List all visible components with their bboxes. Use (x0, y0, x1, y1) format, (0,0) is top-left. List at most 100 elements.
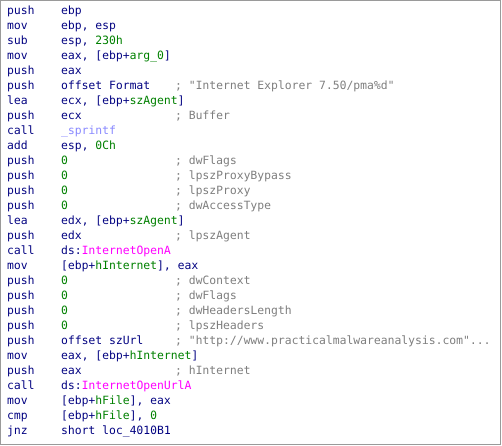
operands: short loc_4010B1 (61, 423, 171, 438)
operands: eax, [ebp+arg_0] (61, 48, 171, 63)
instruction-line[interactable]: lea ecx, [ebp+szAgent] (1, 93, 500, 108)
operand-text: esp, (61, 138, 96, 152)
operands: eax (61, 363, 82, 378)
mnemonic: add (7, 138, 28, 152)
numeric-constant: 0 (150, 408, 158, 422)
numeric-constant: 0 (61, 168, 68, 182)
comment: ; lpszAgent (175, 228, 251, 242)
operands: offset szUrl (61, 333, 143, 348)
operands: ebp (61, 3, 82, 18)
mnemonic: push (7, 108, 35, 122)
frame-variable[interactable]: arg_0 (129, 48, 164, 62)
function-reference[interactable]: _sprintf (61, 123, 116, 137)
comment: ; lpszHeaders (175, 318, 265, 332)
mnemonic: push (7, 63, 35, 77)
instruction-line[interactable]: push ecx ; Buffer (1, 108, 500, 123)
numeric-constant: 230h (95, 33, 123, 47)
import-name[interactable]: InternetOpenUrlA (81, 378, 192, 392)
frame-variable[interactable]: hInternet (129, 348, 192, 362)
operand-text: edx, [ebp+ (61, 213, 130, 227)
operand-text: ecx, [ebp+ (61, 93, 130, 107)
comment: ; dwContext (175, 273, 251, 287)
mnemonic: push (7, 288, 35, 302)
frame-variable[interactable]: szAgent (129, 93, 178, 107)
operands: ecx, [ebp+szAgent] (61, 93, 184, 108)
frame-variable[interactable]: hFile (95, 408, 130, 422)
operands: [ebp+hFile], eax (61, 393, 171, 408)
operand-text: ebp, esp (61, 18, 116, 32)
comment: ; "http://www.practicalmalwareanalysis.c… (175, 333, 491, 347)
operands: ds:InternetOpenUrlA (61, 378, 191, 393)
import-name[interactable]: InternetOpenA (81, 243, 171, 257)
instruction-line[interactable]: sub esp, 230h (1, 33, 500, 48)
frame-variable[interactable]: hInternet (95, 258, 158, 272)
operand-text: ] (163, 48, 171, 62)
operands: esp, 0Ch (61, 138, 116, 153)
mnemonic: push (7, 228, 35, 242)
instruction-line[interactable]: add esp, 0Ch (1, 138, 500, 153)
operands: 0 (61, 168, 68, 183)
numeric-constant: 0 (61, 198, 68, 212)
instruction-line[interactable]: push 0 ; dwContext (1, 273, 500, 288)
operands: ebp, esp (61, 18, 116, 33)
mnemonic: sub (7, 33, 28, 47)
operand-text: ] (177, 93, 185, 107)
mnemonic: mov (7, 393, 28, 407)
instruction-line[interactable]: push edx ; lpszAgent (1, 228, 500, 243)
mnemonic: lea (7, 93, 28, 107)
mnemonic: push (7, 333, 35, 347)
numeric-constant: 0 (61, 318, 68, 332)
comment: ; dwFlags (175, 288, 237, 302)
instruction-line[interactable]: cmp[ebp+hFile], 0 (1, 408, 500, 423)
operand-text: [ebp+ (61, 408, 96, 422)
mnemonic: mov (7, 258, 28, 272)
operand-text: [ebp+ (61, 258, 96, 272)
comment: ; dwFlags (175, 153, 237, 167)
mnemonic: push (7, 78, 35, 92)
operand-text: ] (177, 213, 185, 227)
comment: ; Buffer (175, 108, 230, 122)
mnemonic: push (7, 303, 35, 317)
operands: 0 (61, 153, 68, 168)
operands: _sprintf (61, 123, 116, 138)
instruction-line[interactable]: mov [ebp+hFile], eax (1, 393, 500, 408)
operands: 0 (61, 273, 68, 288)
instruction-line[interactable]: mov[ebp+hInternet], eax (1, 258, 500, 273)
comment: ; lpszProxyBypass (175, 168, 292, 182)
operand-text: esp, (61, 33, 96, 47)
instruction-line[interactable]: call _sprintf (1, 123, 500, 138)
operand-text: ], eax (129, 393, 171, 407)
operands: ds:InternetOpenA (61, 243, 171, 258)
frame-variable[interactable]: szAgent (129, 213, 178, 227)
operand-text: [ebp+ (61, 393, 96, 407)
operands: offset Format (61, 78, 150, 93)
mnemonic: push (7, 273, 35, 287)
instruction-line[interactable]: push offset szUrl ; "http://www.practicalm… (1, 333, 500, 348)
mnemonic: push (7, 198, 35, 212)
numeric-constant: 0 (61, 183, 68, 197)
frame-variable[interactable]: hFile (95, 393, 130, 407)
operands: ecx (61, 108, 82, 123)
operands: edx (61, 228, 82, 243)
numeric-constant: 0 (61, 303, 68, 317)
mnemonic: call (7, 123, 35, 137)
